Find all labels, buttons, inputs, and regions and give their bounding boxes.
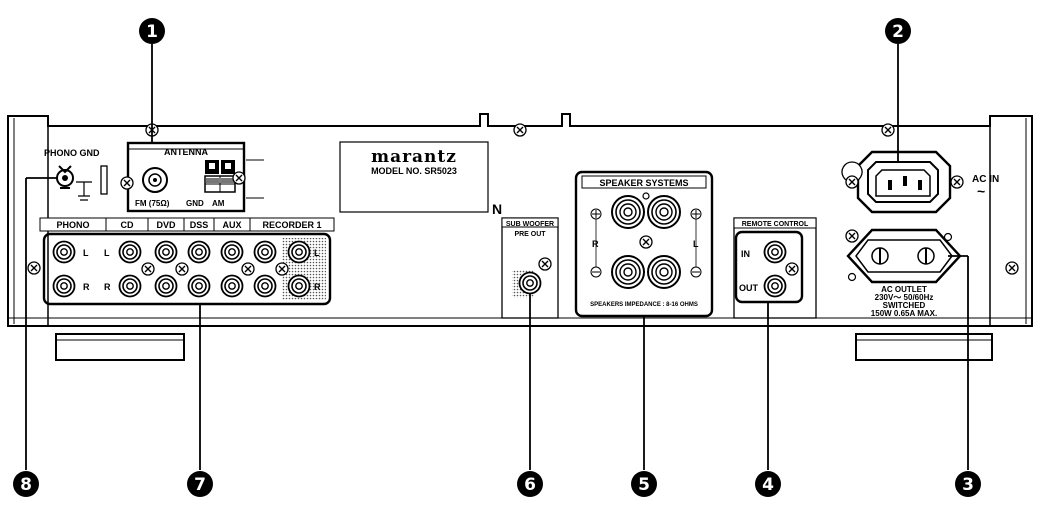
rec-in-r-jack [253,274,277,298]
antenna-section: ANTENNA FM (75Ω) GND AM [120,141,264,213]
header-cd: CD [121,220,134,230]
header-dvd: DVD [156,220,176,230]
svg-text:3: 3 [962,475,974,495]
aux-r-jack [220,274,244,298]
header-aux: AUX [222,220,241,230]
cd-r-jack [118,274,142,298]
subwoofer-label-1: SUB WOOFER [506,221,554,228]
speaker-l-minus-terminal [647,255,681,289]
r-label: R [83,282,90,292]
ac-outlet-line-1: AC OUTLET [881,285,927,294]
callout-2: 2 [885,18,911,44]
dvd-r-jack [154,274,178,298]
ac-outlet-section: AC OUTLET 230V～ 50/60Hz SWITCHED 150W 0.… [845,228,962,318]
right-foot [855,333,993,361]
fm-label: FM (75Ω) [135,199,170,208]
svg-text:6: 6 [524,475,536,495]
dvd-l-jack [154,240,178,264]
svg-text:8: 8 [20,475,32,495]
r-label: R [104,282,111,292]
am-label: AM [212,199,225,208]
header-recorder-1: RECORDER 1 [262,220,321,230]
ac-in-label: AC IN [972,174,999,185]
ac-outlet-line-4: 150W 0.65A MAX. [871,309,937,318]
svg-text:1: 1 [146,22,158,42]
ac-outlet-socket [855,239,953,273]
phono-gnd-label: PHONO GND [44,148,100,158]
speaker-r-minus-terminal [611,255,645,289]
screw-icon [27,261,41,275]
remote-control-title: REMOTE CONTROL [742,221,809,228]
speaker-l-plus-terminal [647,195,681,229]
svg-text:5: 5 [638,475,650,495]
rec-out-l-jack [287,240,311,264]
screw-icon [881,123,895,137]
svg-text:4: 4 [762,475,774,495]
remote-in-jack [763,240,787,264]
l-label: L [314,248,320,258]
callout-box-4 [734,230,804,304]
input-jacks-section: PHONO CD DVD DSS AUX RECORDER 1 L L L R … [39,217,335,306]
header-phono: PHONO [56,220,89,230]
rec-out-r-jack [287,274,311,298]
speaker-r-plus-terminal [611,195,645,229]
callout-leaders [25,44,969,470]
svg-text:2: 2 [892,22,904,42]
cd-l-jack [118,240,142,264]
callout-1: 1 [139,18,165,44]
remote-out-jack [763,274,787,298]
ac-symbol: ~ [977,183,985,199]
antenna-title: ANTENNA [164,147,208,157]
gnd-label: GND [186,199,204,208]
phono-gnd-section: PHONO GND [44,148,108,201]
screw-icon [1005,261,1019,275]
callout-6: 6 [517,471,543,497]
callout-numbers: 1 2 3 4 5 6 7 8 [13,18,981,497]
callout-7: 7 [187,471,213,497]
phono-l-jack [52,240,76,264]
speaker-systems-section: SPEAKER SYSTEMS R L SPEAKERS IMPEDANCE :… [574,170,714,318]
subwoofer-label-2: PRE OUT [514,231,546,238]
model-plate: marantz MODEL NO. SR5023 N [339,141,502,217]
speaker-l-label: L [693,239,699,249]
n-mark: N [492,201,502,217]
l-label: L [104,248,110,258]
r-label: R [314,282,321,292]
callout-3: 3 [955,471,981,497]
callout-8: 8 [13,471,39,497]
rec-in-l-jack [253,240,277,264]
remote-out-label: OUT [739,283,759,293]
left-foot [55,333,185,361]
svg-text:7: 7 [194,475,206,495]
speaker-impedance-label: SPEAKERS IMPEDANCE : 8-16 OHMS [590,302,698,308]
l-label: L [83,248,89,258]
callout-4: 4 [755,471,781,497]
subwoofer-pre-out-jack [518,271,542,295]
callout-5: 5 [631,471,657,497]
ac-outlet-line-2: 230V～ 50/60Hz [875,293,934,302]
dss-r-jack [187,274,211,298]
phono-r-jack [52,274,76,298]
model-number: MODEL NO. SR5023 [371,166,457,176]
ac-in-section: AC IN ~ [841,150,999,214]
remote-control-section: REMOTE CONTROL IN OUT [733,217,817,319]
ac-outlet-line-3: SWITCHED [883,301,926,310]
speaker-r-label: R [592,239,599,249]
aux-l-jack [220,240,244,264]
header-dss: DSS [190,220,209,230]
input-header-row: PHONO CD DVD DSS AUX RECORDER 1 [56,218,322,231]
speaker-systems-title: SPEAKER SYSTEMS [599,178,688,188]
screw-icon [513,123,527,137]
callout-box-7 [42,232,332,306]
brand-logo: marantz [371,147,457,167]
remote-in-label: IN [741,249,750,259]
dss-l-jack [187,240,211,264]
